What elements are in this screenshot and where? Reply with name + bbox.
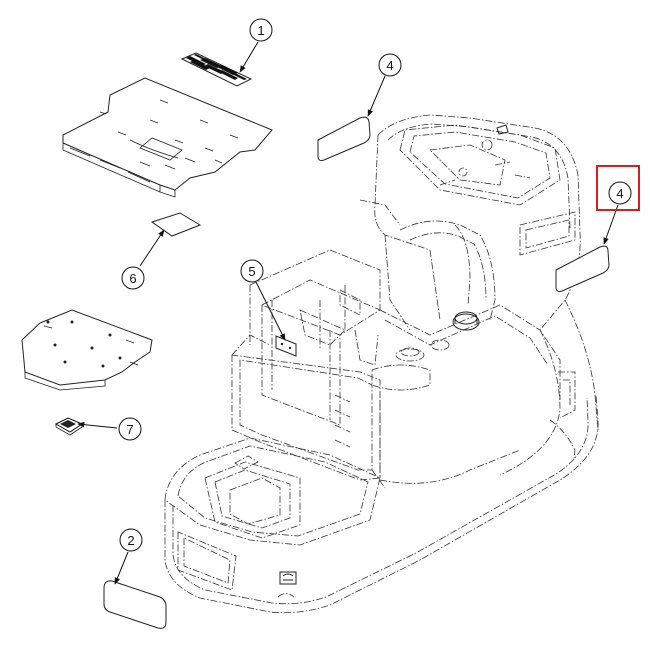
callout-5-label: 5 (248, 264, 255, 279)
callout-4-left-label: 4 (386, 58, 393, 73)
machine-body (164, 114, 599, 614)
callout-1-label: 1 (257, 23, 264, 38)
leader-lines (77, 41, 619, 585)
callout-5: 5 (240, 259, 264, 283)
callout-4-left: 4 (378, 53, 402, 77)
part-6-pad (150, 212, 202, 237)
callout-7-label: 7 (126, 422, 133, 437)
callout-6: 6 (121, 266, 145, 290)
callout-4-right-highlighted[interactable]: 4 (596, 165, 640, 211)
highlight-box (596, 165, 640, 211)
callout-7: 7 (118, 417, 142, 441)
part-1-barcode-label (180, 52, 253, 87)
part-2-label-front (103, 580, 167, 629)
part-7-chip (54, 417, 84, 436)
callout-1: 1 (249, 18, 273, 42)
part-4-label-left (317, 116, 371, 161)
callout-4-right-label: 4 (616, 186, 623, 201)
cover-plate (21, 309, 153, 391)
part-4-label-right (555, 245, 610, 292)
floor-mat-plate (62, 77, 273, 198)
callout-6-label: 6 (129, 271, 136, 286)
callout-2: 2 (119, 528, 143, 552)
callout-2-label: 2 (127, 533, 134, 548)
